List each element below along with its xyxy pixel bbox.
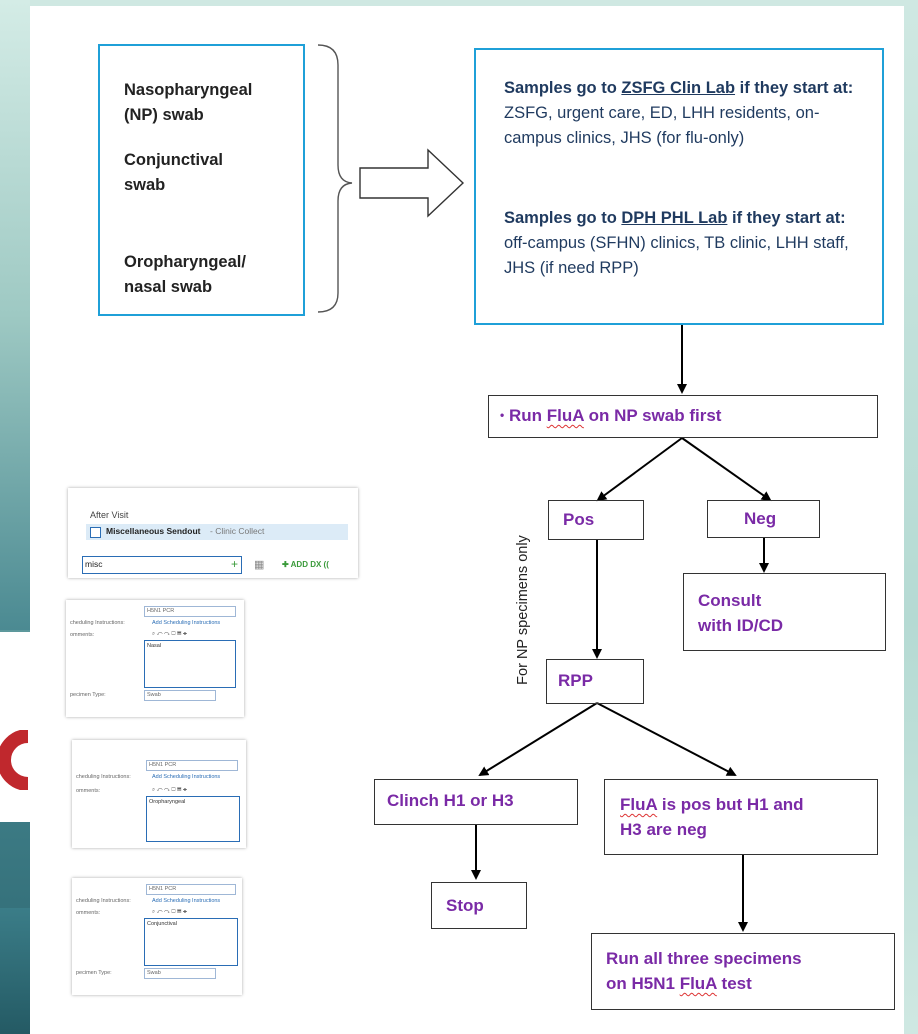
order-name: Miscellaneous Sendout xyxy=(106,526,201,536)
comment-field[interactable]: Conjunctival xyxy=(144,918,238,966)
add-dx-button[interactable]: ✚ ADD DX (( xyxy=(282,560,329,569)
run-flua-label: • Run FluA on NP swab first xyxy=(500,406,722,425)
clinch-label: Clinch H1 or H3 xyxy=(387,791,514,810)
order-row: Miscellaneous Sendout - Clinic Collect xyxy=(86,524,348,540)
clinch-box xyxy=(374,779,578,825)
run-all-box xyxy=(591,933,895,1010)
after-visit-header: After Visit xyxy=(90,510,129,520)
toolbar-icons: ⌕ ↶ ↷ ▢ ▤ ✚ xyxy=(152,631,188,637)
flua-pos-box xyxy=(604,779,878,855)
neg-box xyxy=(707,500,820,538)
slide-left-gap xyxy=(0,632,30,822)
stop-box xyxy=(431,882,527,929)
add-order-icon[interactable]: + xyxy=(230,557,238,571)
add-scheduling-link[interactable]: Add Scheduling Instructions xyxy=(152,774,221,780)
stop-label: Stop xyxy=(446,896,484,915)
comment-field[interactable]: Nasal xyxy=(144,640,236,688)
grid-icon[interactable]: ▦ xyxy=(254,559,265,571)
routing-dph: Samples go to DPH PHL Lab if they start … xyxy=(504,209,849,277)
pos-label: Pos xyxy=(563,510,595,529)
pos-box xyxy=(548,500,644,540)
toolbar-icons: ⌕ ↶ ↷ ▢ ▤ ✚ xyxy=(152,787,188,793)
swab-np: Nasopharyngeal(NP) swab xyxy=(124,81,253,124)
slide-left-band-top xyxy=(0,0,30,630)
order-form-np: H5N1 PCR cheduling Instructions: Add Sch… xyxy=(66,600,244,717)
slide-right-band xyxy=(904,0,918,1034)
run-flua-box xyxy=(488,395,878,438)
after-visit-screenshot: After Visit Miscellaneous Sendout - Clin… xyxy=(68,488,358,578)
add-scheduling-link[interactable]: Add Scheduling Instructions xyxy=(152,620,221,626)
order-form-conjunctival: H5N1 PCR cheduling Instructions: Add Sch… xyxy=(72,878,242,995)
rpp-box xyxy=(546,659,644,704)
comment-field[interactable]: Oropharyngeal xyxy=(146,796,240,842)
routing-arrow xyxy=(359,148,465,218)
slide-top-band xyxy=(0,0,918,6)
rpp-label: RPP xyxy=(558,671,593,690)
order-form-oropharyngeal: H5N1 PCR cheduling Instructions: Add Sch… xyxy=(72,740,246,848)
np-only-note: For NP specimens only xyxy=(515,535,531,685)
neg-label: Neg xyxy=(744,509,777,528)
routing-zsfg: Samples go to ZSFG Clin Lab if they star… xyxy=(504,79,854,147)
slide-left-band-bottom xyxy=(0,908,30,1034)
red-logo-fragment xyxy=(0,730,28,790)
add-scheduling-link[interactable]: Add Scheduling Instructions xyxy=(152,898,221,904)
swab-brace xyxy=(317,44,353,313)
run-all-label: Run all three specimens on H5N1 FluA tes… xyxy=(606,949,802,993)
swab-types-box xyxy=(98,44,305,316)
order-icon xyxy=(90,527,101,538)
order-search-input[interactable]: misc + xyxy=(82,556,242,574)
order-detail: - Clinic Collect xyxy=(210,526,265,536)
toolbar-icons: ⌕ ↶ ↷ ▢ ▤ ✚ xyxy=(152,909,188,915)
consult-box xyxy=(683,573,886,651)
lab-routing-box xyxy=(474,48,884,325)
swab-oropharyngeal: Oropharyngeal/nasal swab xyxy=(124,253,246,296)
flua-pos-label: FluA is pos but H1 and H3 are neg xyxy=(620,795,804,839)
